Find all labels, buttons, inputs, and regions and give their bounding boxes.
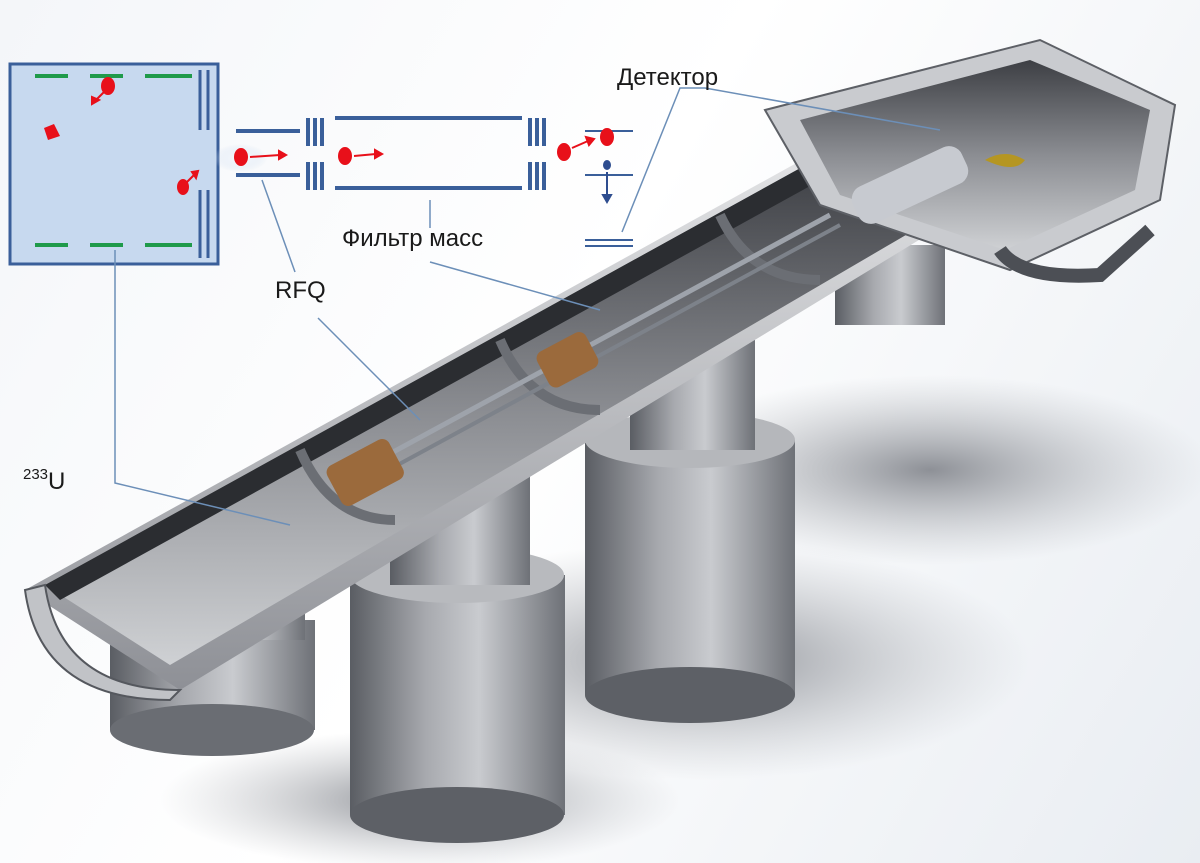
isotope-element: U — [48, 468, 66, 495]
label-uranium-233: 233U — [23, 466, 66, 496]
ion-arrows — [91, 91, 596, 184]
source-cell — [8, 62, 220, 266]
beam-tube — [23, 150, 960, 702]
leader-lines — [114, 87, 941, 526]
ions — [44, 77, 614, 195]
source-exit-plates — [198, 70, 210, 258]
neutral-atom — [603, 160, 611, 170]
label-rfq: RFQ — [275, 277, 326, 304]
neutral-arrow — [601, 172, 613, 205]
label-mass-filter: Фильтр масс — [342, 225, 484, 252]
label-detector: Детектор — [617, 64, 719, 91]
ion-source-schematic — [8, 62, 633, 266]
detector-plates — [585, 130, 633, 247]
rfq-electrodes — [236, 118, 324, 190]
mass-filter-electrodes — [335, 116, 546, 190]
detector-chamber — [763, 38, 1177, 283]
isotope-mass-number: 233 — [23, 466, 49, 483]
